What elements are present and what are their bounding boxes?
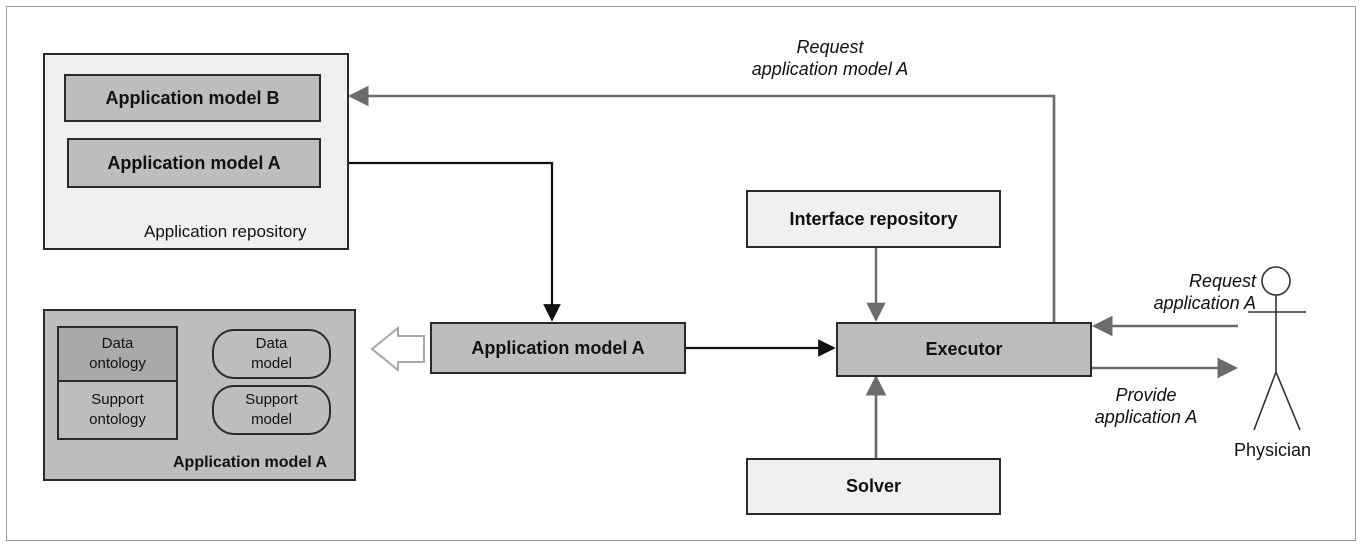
solver-box[interactable]: Solver [746, 458, 1001, 515]
application-repository-caption: Application repository [144, 222, 307, 241]
application-model-a-label: Application model A [107, 152, 281, 173]
executor-box[interactable]: Executor [836, 322, 1092, 377]
flow-executor-to-repository [347, 85, 1056, 322]
central-application-model-label: Application model A [471, 337, 645, 358]
diagram-frame [6, 6, 1356, 541]
application-model-b-label: Application model B [105, 87, 280, 108]
request-model-label: Request application model A [751, 37, 909, 79]
provide-app-label: Provide application A [1094, 385, 1198, 427]
data-ontology-label: Data ontology [89, 335, 146, 372]
solver-label: Solver [845, 476, 902, 496]
data-model-label: Data model [251, 335, 292, 372]
central-application-model-box[interactable]: Application model A [430, 322, 686, 374]
application-model-detail-caption: Application model A [173, 454, 328, 471]
flow-repo-to-model [322, 161, 561, 322]
support-model-pill: Support model [212, 385, 331, 435]
interface-repository-box[interactable]: Interface repository [746, 190, 1001, 248]
data-model-pill: Data model [212, 329, 331, 379]
support-ontology-label: Support ontology [89, 391, 146, 428]
request-app-label: Request application A [1153, 271, 1256, 313]
executor-label: Executor [925, 339, 1003, 359]
application-model-a-box[interactable]: Application model A [67, 138, 321, 188]
interface-repository-label: Interface repository [789, 208, 958, 229]
physician-icon [1248, 266, 1306, 431]
support-ontology-cell: Support ontology [57, 380, 178, 440]
application-model-b-box[interactable]: Application model B [64, 74, 321, 122]
data-ontology-cell: Data ontology [57, 326, 178, 382]
expand-arrow-icon [370, 325, 425, 373]
support-model-label: Support model [245, 391, 298, 428]
physician-caption: Physician [1234, 440, 1312, 460]
